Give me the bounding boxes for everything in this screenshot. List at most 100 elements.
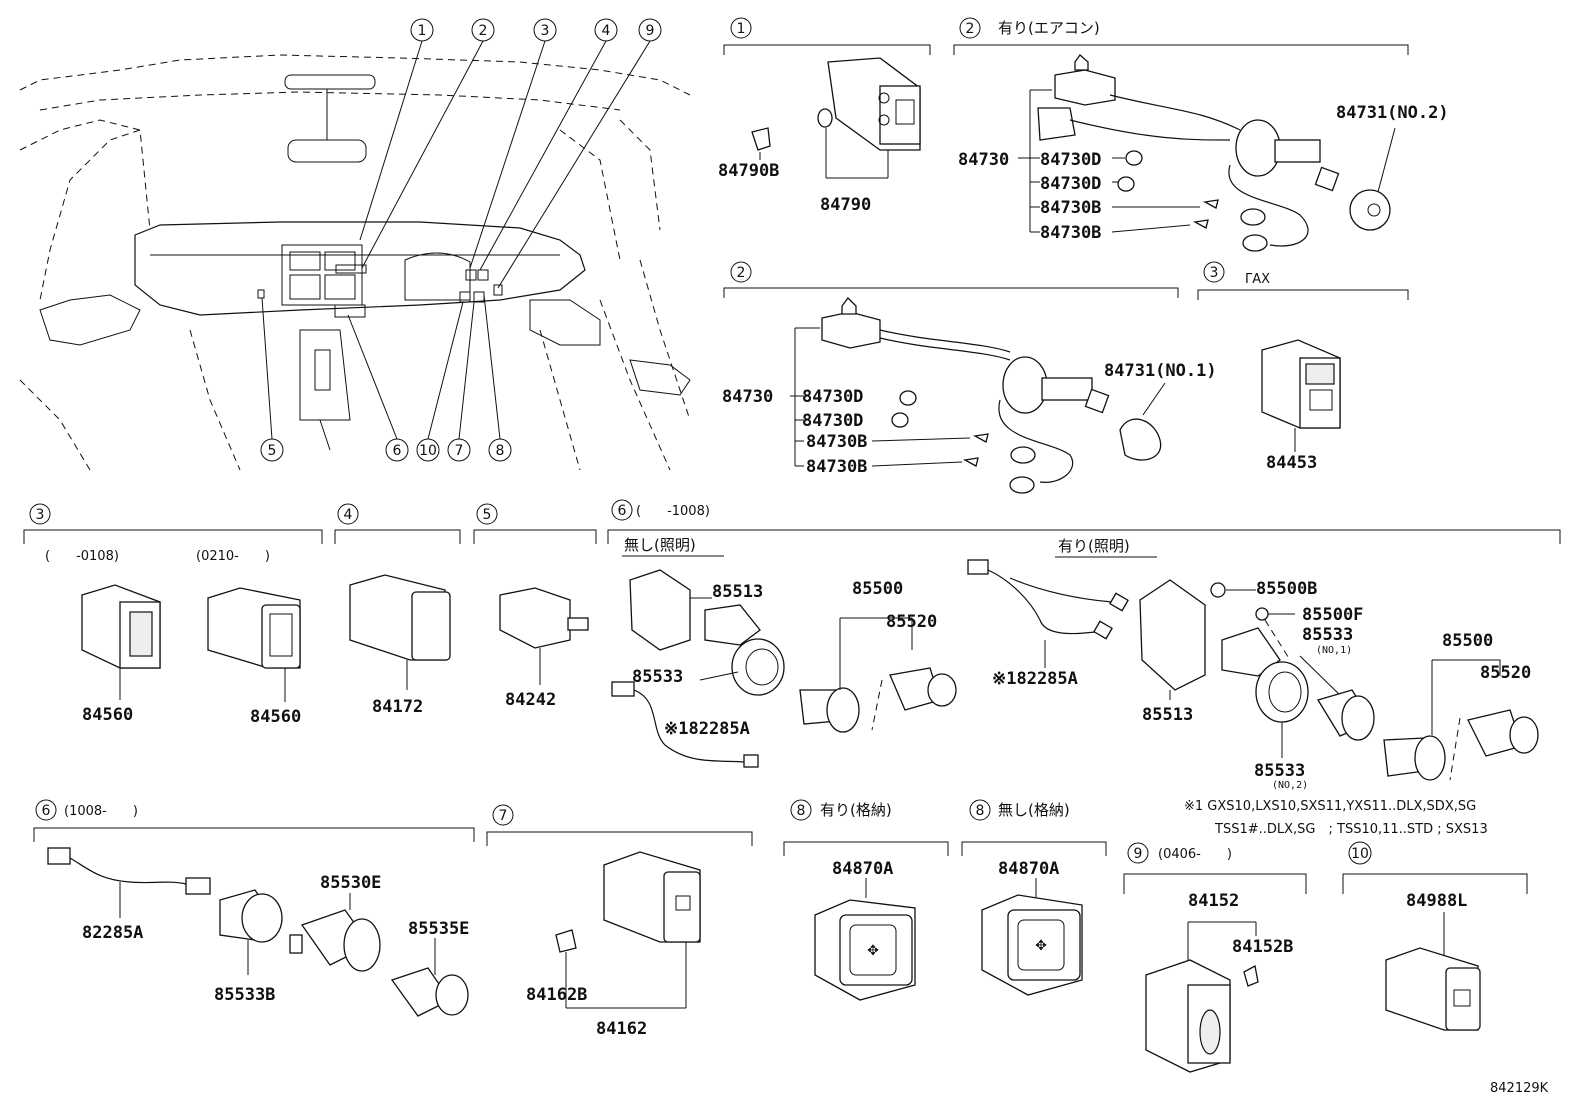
part-84242: 84242	[505, 690, 556, 710]
svg-text:6: 6	[42, 803, 51, 819]
svg-text:✥: ✥	[1035, 938, 1047, 954]
part-84790: 84790	[820, 195, 871, 215]
svg-text:6: 6	[618, 503, 627, 519]
part-84730D-b2: 84730D	[802, 411, 863, 431]
section-3a: 3 ΓAX 84453	[1197, 261, 1409, 473]
part-84730D-a1: 84730D	[1040, 150, 1101, 170]
section-9: 9 (0406- ) 84152 84152B	[1123, 842, 1307, 1073]
part-85533-no2: 85533	[1254, 761, 1305, 781]
svg-text:(0406- ): (0406- )	[1158, 847, 1232, 862]
part-85500F: 85500F	[1302, 605, 1363, 625]
svg-text:10: 10	[1351, 846, 1369, 862]
part-84560-b: 84560	[250, 707, 301, 727]
part-85520-b: 85520	[1480, 663, 1531, 683]
section-10: 10 84988L	[1342, 841, 1528, 1031]
svg-text:✥: ✥	[867, 943, 879, 959]
svg-text:8: 8	[976, 803, 985, 819]
part-85535E: 85535E	[408, 919, 469, 939]
part-84730D-a2: 84730D	[1040, 174, 1101, 194]
svg-text:2: 2	[966, 21, 975, 37]
part-84731-no2: 84731(NO.2)	[1336, 103, 1449, 123]
part-85530E: 85530E	[320, 873, 381, 893]
section-4: 4 84172	[334, 503, 461, 717]
part-85533-a: 85533	[632, 667, 683, 687]
part-84730B-b1: 84730B	[806, 432, 867, 452]
part-84560-a: 84560	[82, 705, 133, 725]
svg-text:(NO,2): (NO,2)	[1272, 780, 1308, 791]
svg-text:4: 4	[344, 507, 353, 523]
part-84152B: 84152B	[1232, 937, 1293, 957]
part-85513-b: 85513	[1142, 705, 1193, 725]
svg-text:9: 9	[646, 23, 655, 39]
section-6b: 6 (1008- ) 82285A 85533B 85530E 85535E	[33, 799, 475, 1017]
callout-10: 10	[416, 438, 440, 462]
section-7: 7 84162B 84162	[486, 804, 753, 1039]
part-84730-a: 84730	[958, 150, 1009, 170]
section-2b: 2 84730 84730D 84730D 84730B 84730B 8473…	[722, 261, 1217, 494]
svg-text:無し(照明): 無し(照明)	[624, 536, 696, 554]
svg-text:5: 5	[268, 443, 277, 459]
svg-text:3: 3	[1210, 265, 1219, 281]
svg-text:2: 2	[479, 23, 488, 39]
part-84453: 84453	[1266, 453, 1317, 473]
svg-text:有り(照明): 有り(照明)	[1058, 537, 1130, 555]
svg-text:4: 4	[602, 23, 611, 39]
part-84730D-b1: 84730D	[802, 387, 863, 407]
svg-text:3: 3	[541, 23, 550, 39]
part-82285A-b: ※182285A	[992, 669, 1078, 689]
section-8a: 8 有り(格納) 84870A ✥	[783, 799, 949, 1001]
footnote: ※1 GXS10,LXS10,SXS11,YXS11..DLX,SDX,SG T…	[1184, 799, 1488, 837]
part-85500-b: 85500	[1442, 631, 1493, 651]
svg-text:2: 2	[737, 265, 746, 281]
part-84870A-a: 84870A	[832, 859, 893, 879]
part-85500-a: 85500	[852, 579, 903, 599]
svg-text:有り(エアコン): 有り(エアコン)	[998, 19, 1100, 37]
dashboard-overview	[19, 54, 691, 471]
svg-text:7: 7	[455, 443, 464, 459]
svg-text:( -0108): ( -0108)	[45, 549, 119, 564]
svg-text:6: 6	[393, 443, 402, 459]
part-84162: 84162	[596, 1019, 647, 1039]
callout-4: 4	[594, 18, 618, 42]
callout-1: 1	[410, 18, 434, 42]
figure-id: 842129K	[1490, 1081, 1549, 1096]
section-1: 1 84790B 84790	[718, 17, 931, 215]
svg-text:1: 1	[418, 23, 427, 39]
svg-text:(0210- ): (0210- )	[196, 549, 270, 564]
callout-2: 2	[471, 18, 495, 42]
svg-text:5: 5	[483, 507, 492, 523]
part-85500B: 85500B	[1256, 579, 1317, 599]
part-84730B-a1: 84730B	[1040, 198, 1101, 218]
callout-7: 7	[447, 438, 471, 462]
part-84172: 84172	[372, 697, 423, 717]
part-84731-no1: 84731(NO.1)	[1104, 361, 1217, 381]
part-85533-no1: 85533	[1302, 625, 1353, 645]
callout-8: 8	[488, 438, 512, 462]
callout-9: 9	[638, 18, 662, 42]
section-2a: 2 有り(エアコン) 84730	[953, 17, 1449, 252]
part-85520-a: 85520	[886, 612, 937, 632]
svg-text:3: 3	[36, 507, 45, 523]
part-84162B: 84162B	[526, 985, 587, 1005]
svg-text:7: 7	[499, 808, 508, 824]
part-84790B: 84790B	[718, 161, 779, 181]
part-84730-b: 84730	[722, 387, 773, 407]
footnote-line2: TSS1#..DLX,SG ; TSS10,11..STD ; SXS13	[1214, 822, 1488, 837]
svg-text:有り(格納): 有り(格納)	[820, 801, 892, 819]
svg-text:ΓAX: ΓAX	[1245, 272, 1270, 287]
part-84870A-b: 84870A	[998, 859, 1059, 879]
footnote-line1: ※1 GXS10,LXS10,SXS11,YXS11..DLX,SDX,SG	[1184, 799, 1476, 814]
callout-3: 3	[533, 18, 557, 42]
svg-text:(NO,1): (NO,1)	[1316, 645, 1352, 656]
part-84152: 84152	[1188, 891, 1239, 911]
part-85533B: 85533B	[214, 985, 275, 1005]
svg-text:8: 8	[797, 803, 806, 819]
svg-text:(1008- ): (1008- )	[64, 804, 138, 819]
part-84988L: 84988L	[1406, 891, 1467, 911]
svg-text:1: 1	[737, 21, 746, 37]
part-85513-a: 85513	[712, 582, 763, 602]
part-82285A-a: ※182285A	[664, 719, 750, 739]
svg-text:8: 8	[496, 443, 505, 459]
part-84730B-b2: 84730B	[806, 457, 867, 477]
